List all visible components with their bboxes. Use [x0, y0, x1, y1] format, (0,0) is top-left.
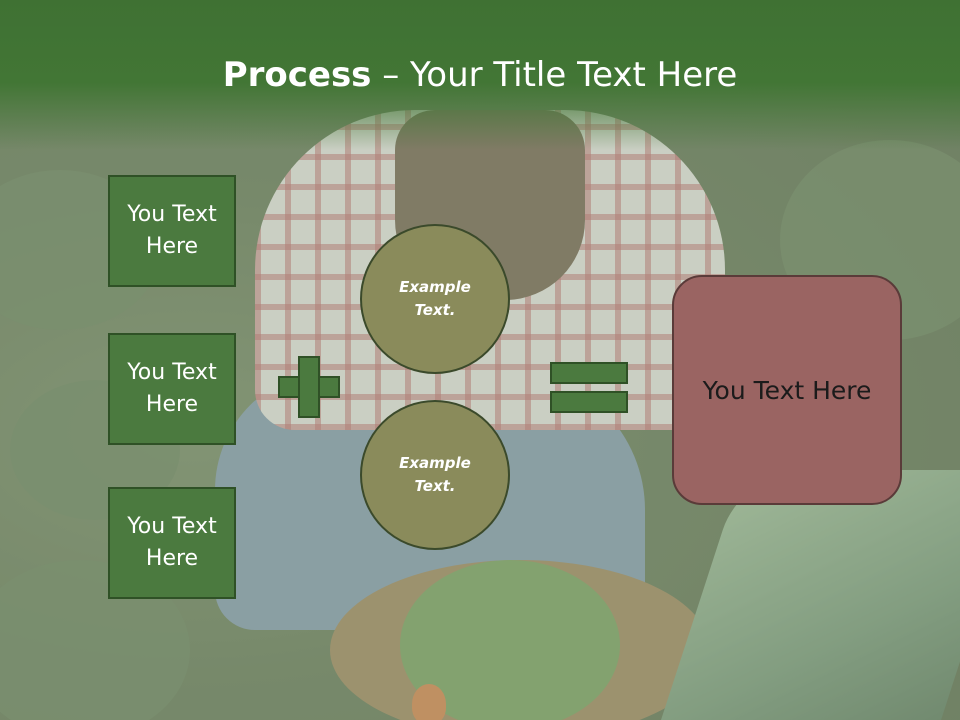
text-box-1[interactable]: You Text Here — [108, 175, 236, 287]
result-label: You Text Here — [702, 375, 872, 405]
circle-label: Example Text. — [399, 278, 471, 319]
text-box-label: You Text Here — [127, 514, 217, 571]
title-bold: Process — [222, 55, 372, 95]
text-box-2[interactable]: You Text Here — [108, 333, 236, 445]
text-box-3[interactable]: You Text Here — [108, 487, 236, 599]
title-rest: – Your Title Text Here — [371, 55, 738, 95]
carrot-shape — [412, 684, 446, 720]
slide-title[interactable]: Process – Your Title Text Here — [0, 52, 960, 98]
plus-icon[interactable] — [278, 356, 340, 418]
circle-label: Example Text. — [399, 454, 471, 495]
example-circle-2[interactable]: Example Text. — [360, 400, 510, 550]
title-bar — [0, 0, 960, 150]
result-box[interactable]: You Text Here — [672, 275, 902, 505]
text-box-label: You Text Here — [127, 202, 217, 259]
equals-icon-top-bar[interactable] — [550, 362, 628, 384]
equals-icon-bottom-bar[interactable] — [550, 391, 628, 413]
example-circle-1[interactable]: Example Text. — [360, 224, 510, 374]
text-box-label: You Text Here — [127, 360, 217, 417]
